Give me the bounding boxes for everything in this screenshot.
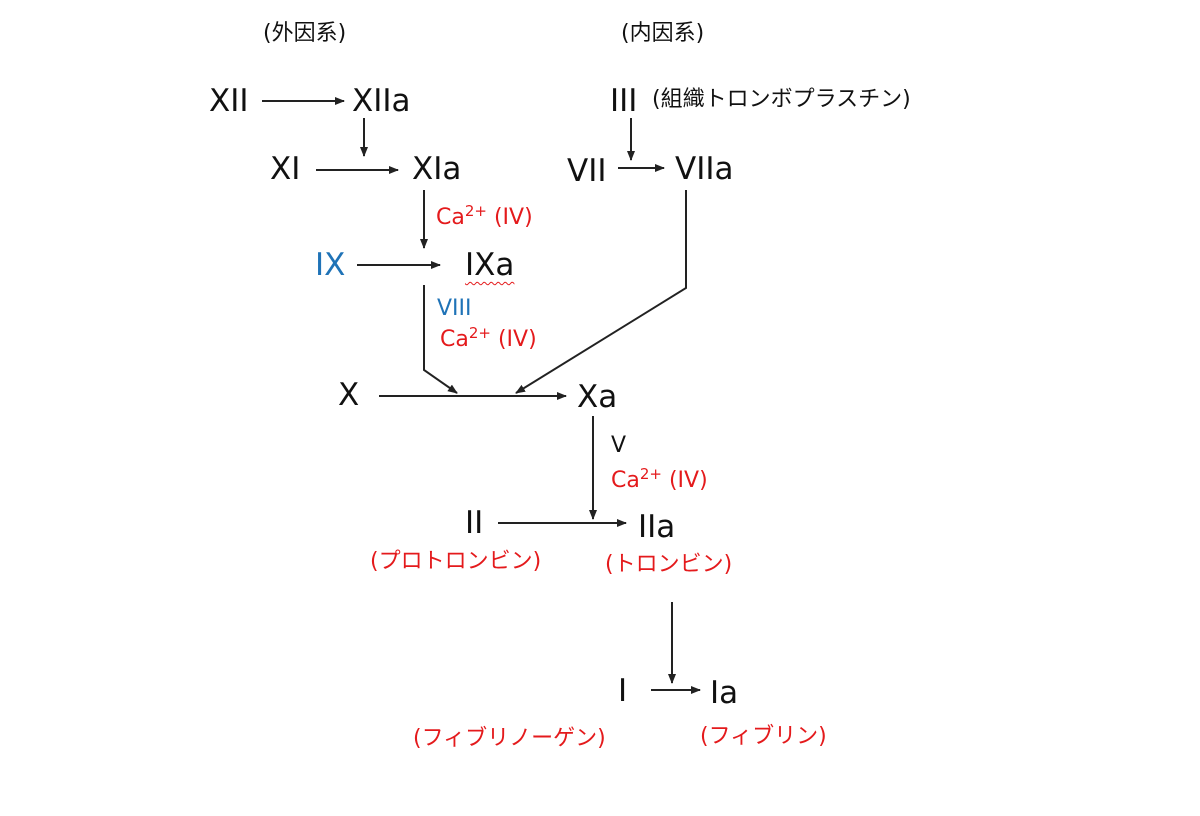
- factor-xia: XIa: [412, 151, 462, 187]
- cofactor-calcium-2: Ca2+ (IV): [440, 326, 537, 352]
- calcium-superscript: 2+: [464, 202, 487, 220]
- arrow-viia-to-x-line: [515, 190, 687, 394]
- calcium-factor-suffix: (IV): [661, 468, 708, 493]
- intrinsic-header: (内因系): [621, 21, 705, 46]
- factor-ii: II: [465, 505, 484, 541]
- factor-iia: IIa: [638, 509, 676, 545]
- calcium-factor-suffix: (IV): [490, 327, 537, 352]
- factor-viia: VIIa: [675, 151, 734, 187]
- tissue-thromboplastin-label: (組織トロンボプラスチン): [652, 87, 911, 112]
- factor-xiia: XIIa: [352, 83, 411, 119]
- calcium-superscript: 2+: [468, 324, 491, 342]
- cofactor-calcium-3: Ca2+ (IV): [611, 467, 708, 493]
- factor-x: X: [338, 377, 360, 413]
- prothrombin-label: (プロトロンビン): [370, 549, 542, 574]
- fibrinogen-label: (フィブリノーゲン): [413, 726, 606, 751]
- calcium-label: Ca: [611, 468, 640, 493]
- factor-xa: Xa: [577, 379, 618, 415]
- factor-i: I: [618, 673, 628, 709]
- arrow-ixa-to-x-line: [423, 285, 458, 394]
- factor-ixa: IXa: [465, 250, 514, 281]
- calcium-label: Ca: [436, 205, 465, 230]
- thrombin-label: (トロンビン): [605, 552, 733, 577]
- cofactor-calcium-1: Ca2+ (IV): [436, 204, 533, 230]
- factor-ia: Ia: [710, 675, 739, 711]
- factor-vii: VII: [567, 153, 607, 189]
- factor-ixa-text: IXa: [465, 247, 515, 283]
- cofactor-v: V: [611, 433, 627, 458]
- factor-xii: XII: [209, 83, 249, 119]
- cofactor-viii: VIII: [437, 296, 472, 321]
- calcium-factor-suffix: (IV): [486, 205, 533, 230]
- fibrin-label: (フィブリン): [700, 724, 827, 749]
- factor-iii: III: [610, 83, 638, 119]
- factor-ix: IX: [315, 247, 346, 283]
- calcium-superscript: 2+: [639, 465, 662, 483]
- extrinsic-header: (外因系): [263, 21, 347, 46]
- calcium-label: Ca: [440, 327, 469, 352]
- factor-xi: XI: [270, 151, 301, 187]
